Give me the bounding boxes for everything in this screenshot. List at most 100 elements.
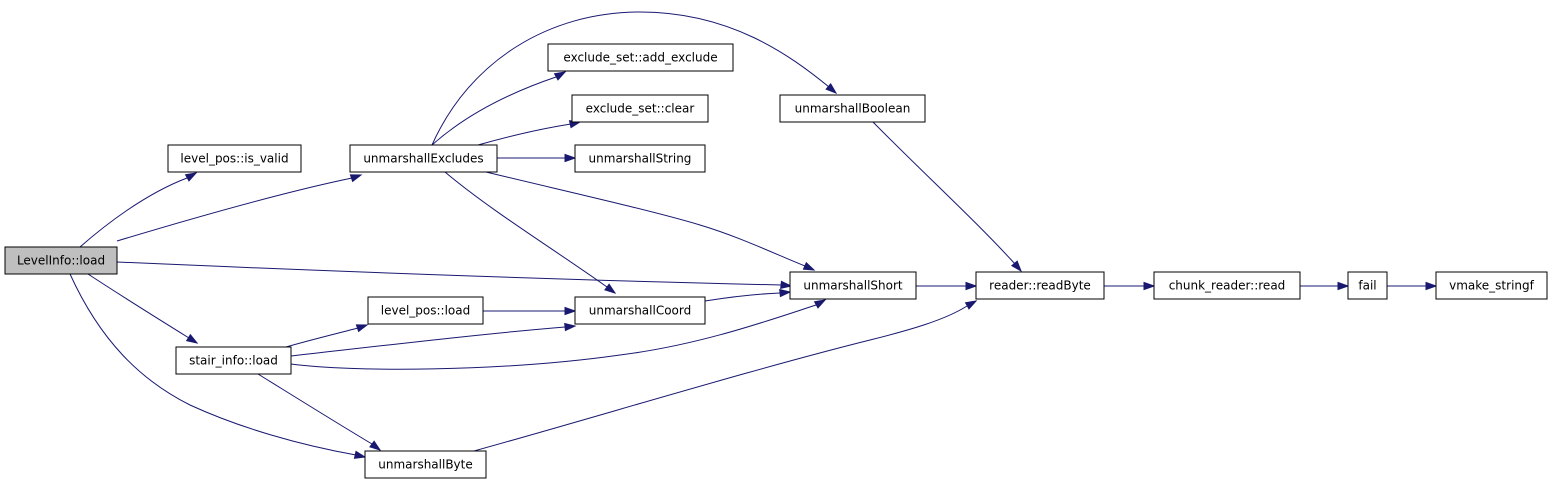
node-level-pos-load[interactable]: level_pos::load	[367, 296, 484, 325]
edge-stair_info_load-to-unmarshall_short	[290, 299, 827, 370]
edge-arrowhead	[780, 280, 793, 290]
node-label: exclude_set::add_exclude	[563, 51, 717, 65]
node-label: exclude_set::clear	[586, 102, 695, 116]
edge-arrowhead	[564, 322, 577, 332]
edge-unmarshall_short-to-reader_read_byte	[916, 281, 978, 291]
edge-arrowhead	[184, 172, 198, 182]
node-box	[349, 144, 498, 173]
node-box	[364, 450, 487, 479]
edge-unmarshall_excludes-to-unmarshall_coord	[444, 171, 617, 294]
edge-level_pos_load-to-unmarshall_coord	[483, 306, 577, 316]
edge-line	[704, 292, 781, 302]
edge-arrowhead	[369, 440, 382, 451]
node-unmarshall-boolean[interactable]: unmarshallBoolean	[779, 94, 926, 123]
edge-levelinfo_load-to-level_pos_is_valid	[79, 172, 198, 248]
edge-arrowhead	[779, 288, 792, 298]
node-label: reader::readByte	[989, 279, 1091, 293]
node-label: chunk_reader::read	[1169, 279, 1286, 293]
node-level-pos-is-valid[interactable]: level_pos::is_valid	[167, 144, 302, 173]
edge-fail-to-vmake_stringf	[1387, 281, 1438, 291]
node-box	[779, 94, 926, 123]
edge-line	[257, 373, 373, 445]
node-label: level_pos::load	[381, 304, 470, 318]
node-label: fail	[1358, 279, 1376, 293]
node-box	[4, 246, 118, 275]
edge-line	[431, 76, 557, 146]
edge-line	[116, 177, 353, 242]
node-box	[1153, 271, 1301, 300]
edge-line	[477, 123, 572, 146]
node-fail[interactable]: fail	[1347, 271, 1388, 300]
node-vmake-stringf[interactable]: vmake_stringf	[1435, 271, 1548, 300]
node-unmarshall-short[interactable]: unmarshallShort	[789, 271, 917, 300]
node-unmarshall-excludes[interactable]: unmarshallExcludes	[349, 144, 498, 173]
node-exclude-set-clear[interactable]: exclude_set::clear	[571, 94, 709, 123]
edge-arrowhead	[353, 450, 367, 459]
edge-line	[290, 304, 817, 370]
edge-line	[444, 171, 608, 288]
node-unmarshall-coord[interactable]: unmarshallCoord	[574, 296, 706, 325]
node-unmarshall-byte[interactable]: unmarshallByte	[364, 450, 487, 479]
edge-arrowhead	[813, 299, 827, 309]
node-box	[547, 43, 734, 72]
edge-line	[290, 326, 566, 357]
node-stair-info-load[interactable]: stair_info::load	[175, 346, 292, 375]
edge-arrowhead	[185, 333, 199, 344]
node-label: unmarshallString	[589, 152, 692, 166]
node-label: unmarshallByte	[378, 458, 473, 472]
edge-arrowhead	[604, 283, 617, 294]
node-box	[175, 346, 292, 375]
edge-stair_info_load-to-unmarshall_coord	[290, 322, 577, 357]
edge-unmarshall_excludes-to-exclude_set_clear	[477, 120, 582, 146]
edge-stair_info_load-to-unmarshall_byte	[257, 373, 382, 451]
edge-line	[285, 327, 359, 348]
edge-arrowhead	[1337, 281, 1350, 291]
edge-arrowhead	[1143, 281, 1156, 291]
edge-line	[69, 273, 357, 456]
node-label: stair_info::load	[189, 354, 278, 368]
node-box	[167, 144, 302, 173]
node-label: unmarshallCoord	[589, 304, 691, 318]
node-box	[1347, 271, 1388, 300]
node-box	[789, 271, 917, 300]
edge-line	[485, 171, 806, 267]
node-label: LevelInfo::load	[17, 254, 105, 268]
edge-arrowhead	[355, 324, 369, 333]
edge-arrowhead	[564, 306, 577, 316]
edge-arrowhead	[825, 82, 838, 94]
edge-levelinfo_load-to-stair_info_load	[87, 273, 199, 344]
node-label: unmarshallShort	[803, 279, 903, 293]
edge-unmarshall_coord-to-unmarshall_short	[704, 288, 792, 302]
edge-arrowhead	[553, 71, 567, 81]
node-chunk-reader-read[interactable]: chunk_reader::read	[1153, 271, 1301, 300]
node-label: level_pos::is_valid	[180, 152, 288, 166]
node-exclude-set-add-exclude[interactable]: exclude_set::add_exclude	[547, 43, 734, 72]
edge-line	[116, 261, 783, 286]
edge-levelinfo_load-to-unmarshall_byte	[69, 273, 367, 459]
edge-line	[79, 177, 188, 248]
edge-unmarshall_excludes-to-unmarshall_short	[485, 171, 816, 271]
node-label: unmarshallBoolean	[795, 102, 911, 116]
edge-stair_info_load-to-level_pos_load	[285, 324, 369, 348]
node-reader-read-byte[interactable]: reader::readByte	[975, 271, 1105, 300]
node-box	[574, 296, 706, 325]
node-unmarshall-string[interactable]: unmarshallString	[574, 144, 706, 173]
edge-unmarshall_boolean-to-reader_read_byte	[872, 121, 1022, 273]
edge-arrowhead	[1010, 260, 1022, 273]
edge-arrowhead	[964, 300, 978, 310]
edge-levelinfo_load-to-unmarshall_short	[116, 261, 793, 290]
node-levelinfo-load[interactable]: LevelInfo::load	[4, 246, 118, 275]
node-box	[975, 271, 1105, 300]
node-box	[571, 94, 709, 123]
edge-line	[87, 273, 190, 339]
edge-arrowhead	[564, 153, 577, 163]
edge-line	[473, 305, 968, 452]
edge-arrowhead	[965, 281, 978, 291]
edge-unmarshall_excludes-to-unmarshall_string	[497, 153, 577, 163]
node-label: vmake_stringf	[1449, 279, 1534, 293]
node-box	[1435, 271, 1548, 300]
edge-line	[431, 11, 830, 146]
edge-levelinfo_load-to-unmarshall_excludes	[116, 174, 363, 242]
edge-chunk_reader_read-to-fail	[1300, 281, 1350, 291]
